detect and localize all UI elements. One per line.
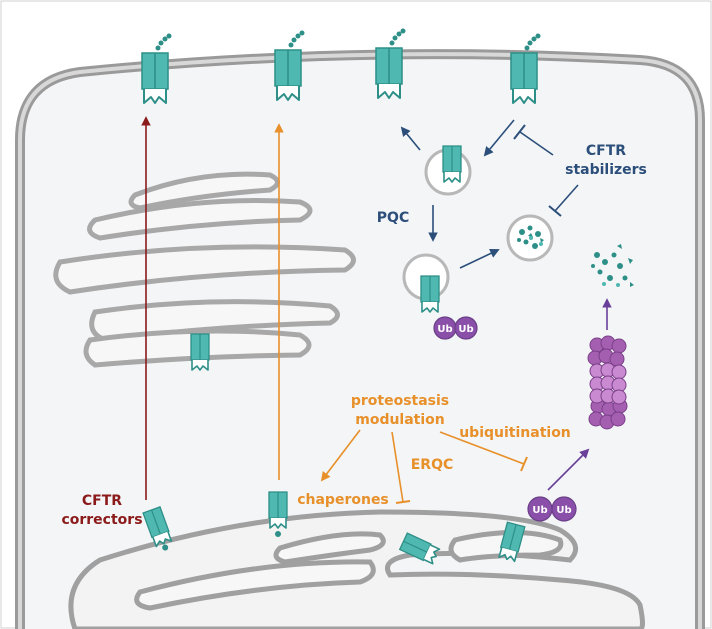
erqc-inhibit-bar xyxy=(395,500,411,504)
cftr-correctors-line-1: CFTR xyxy=(82,493,122,509)
cftr-er-2 xyxy=(268,491,288,537)
pqc-arrow-4 xyxy=(459,248,500,269)
chaperones-label: chaperones xyxy=(297,492,389,508)
vesicle-pqc-ub xyxy=(402,253,450,313)
stabilizer-inhibit-2-bar xyxy=(548,205,562,217)
proteostasis-line-1: proteostasis xyxy=(351,393,449,409)
pqc-arrow-2 xyxy=(400,126,421,151)
vesicle-pqc-1 xyxy=(424,145,472,196)
cftr-stabilizers-line-2: stabilizers xyxy=(565,162,647,178)
proteasome xyxy=(587,335,628,430)
endoplasmic-reticulum xyxy=(68,509,645,629)
cftr-correctors-line-2: correctors xyxy=(61,512,142,528)
cftr-er-1 xyxy=(142,506,174,551)
erqc-inhibit-line xyxy=(391,431,404,503)
ub-label-2: Ub xyxy=(458,324,473,335)
cftr-stabilizers-line-1: CFTR xyxy=(586,143,626,159)
chaperones-arrow xyxy=(320,429,361,482)
vesicle-degraded xyxy=(506,214,554,262)
ub-tags-vesicle: Ub Ub xyxy=(433,316,478,340)
ubiquitination-inhibit-bar xyxy=(520,456,528,472)
degraded-fragments xyxy=(591,244,634,287)
stabilizer-inhibit-1-line xyxy=(519,131,554,156)
proteostasis-modulation-label: proteostasis modulation xyxy=(351,393,449,428)
ub-label-3: Ub xyxy=(532,505,547,516)
ubiquitination-label: ubiquitination xyxy=(459,425,571,441)
stabilizer-inhibit-1-bar xyxy=(513,124,526,140)
ub-label-1: Ub xyxy=(437,324,452,335)
stabilizer-inhibit-2-line xyxy=(554,184,579,212)
to-proteasome-arrow xyxy=(547,448,590,491)
ub-label-4: Ub xyxy=(556,505,571,516)
proteostasis-line-2: modulation xyxy=(355,412,445,428)
cftr-stabilizers-label: CFTR stabilizers xyxy=(565,143,647,178)
ub-tags-er: Ub Ub xyxy=(527,496,577,522)
cftr-correctors-label: CFTR correctors xyxy=(61,493,142,528)
pqc-arrow-1 xyxy=(483,119,515,157)
pqc-label: PQC xyxy=(377,210,409,226)
ubiquitination-inhibit-line xyxy=(439,431,525,465)
erqc-label: ERQC xyxy=(411,457,454,473)
cftr-golgi xyxy=(190,333,210,371)
